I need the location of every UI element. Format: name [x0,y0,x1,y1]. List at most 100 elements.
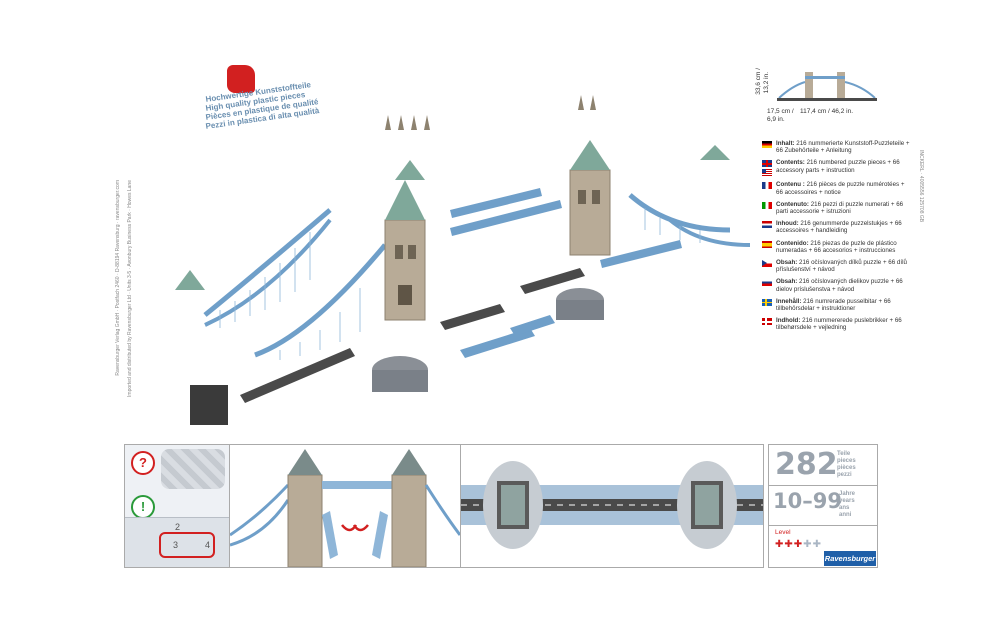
exploded-bridge-illustration [175,95,751,425]
contents-label: Contenuto: [776,200,809,208]
left-lower-chain [254,243,387,360]
flag-dk-icon [762,318,772,326]
contents-row-dk: Indhold: 216 nummererede puslebrikker + … [762,317,912,331]
contents-text: 216 očíslovaných dílků puzzle + 66 dílů … [776,259,907,274]
flag-es-icon [762,240,772,248]
contents-row-nl: Inhoud: 216 genummerde puzzelstukjes + 6… [762,220,912,234]
pieces-languages: Teile pieces pièces pezzi [837,451,856,479]
contents-text: 216 numbered puzzle pieces + 66 accessor… [776,159,900,174]
contents-text: 216 nummerierte Kunststoff-Puzzleteile +… [776,140,910,155]
puzzle-grid: 2 3 4 [125,517,229,567]
contents-label: Obsah: [776,278,798,286]
step-number: 2 [175,522,181,532]
age-lang: years [839,498,855,504]
level-piece-icon: ✚ [803,539,812,550]
level-piece-icon: ✚ [793,539,803,550]
bridge-thumbnail [777,72,877,101]
bascule-illustration [230,449,460,567]
contents-row-sk: Obsah: 216 očíslovaných dielikov puzzle … [762,278,912,293]
flag-cz-icon [762,260,772,268]
pieces-lang: pièces [837,465,856,471]
contents-label: Inhoud: [776,220,799,228]
age-lang: anni [839,512,852,518]
height-cm: 33,6 cm / [755,68,762,95]
contents-text: 216 nummererede puslebrikker + 66 tilbeh… [776,317,902,332]
contents-row-it: Contenuto: 216 pezzi di puzzle numerati … [762,201,912,215]
product-code: INCKERL · 4005556 125708 GB [918,150,928,300]
left-suspension-span [203,208,332,328]
flag-de-icon [762,141,772,148]
contents-label: Innehåll: [776,297,802,305]
code-text: INCKERL · 4005556 125708 GB [918,150,924,223]
contents-row-de: Inhalt: 216 nummerierte Kunststoff-Puzzl… [762,140,912,154]
base-block [190,385,228,425]
flag-it-icon [762,201,772,209]
depth-cm: 17,5 cm / [767,108,794,115]
age-lang: Jahre [839,491,856,497]
pieces-lang: Teile [837,451,851,457]
flag-fr-icon [762,182,772,190]
legal-text-2: Imported and distributed by Ravensburger… [127,180,135,440]
sign-flag [227,65,255,93]
contents-label: Indhold: [776,317,801,325]
level-piece-icon: ✚ [784,539,793,550]
info-box: 282 Teile pieces pièces pezzi 10–99 Jahr… [768,444,878,568]
depth-in: 6,9 in. [767,116,785,123]
contents-label: Contenu : [776,181,805,189]
contents-text: 216 očíslovaných dielikov puzzle + 66 di… [776,278,903,293]
exclamation-icon: ! [131,495,155,519]
contents-list: Inhalt: 216 nummerierte Kunststoff-Puzzl… [762,140,912,337]
contents-label: Inhalt: [776,140,795,147]
legal-line: Imported and distributed by Ravensburger… [127,180,133,397]
level-rating: ✚✚✚✚✚ [775,539,821,550]
contents-label: Contenido: [776,239,809,247]
instruction-panel: ? ! 2 3 4 [124,444,230,568]
spire-pieces [385,95,596,130]
quality-sign: Hochwertige Kunststoffteile High quality… [205,65,320,165]
contents-text: 216 piezas de puzle de plástico numerada… [776,239,897,254]
piece-count: 282 [775,447,838,482]
flag-se-icon [762,298,772,306]
contents-label: Obsah: [776,259,798,267]
step-number: 3 [173,540,179,550]
contents-row-fr: Contenu : 216 pièces de puzzle numérotée… [762,181,912,196]
legal-text: Ravensburger Verlag GmbH · Postfach 2460… [115,180,127,440]
contents-label: Contents: [776,159,805,167]
flag-nl-icon [762,221,772,229]
level-piece-icon: ✚ [775,539,784,550]
level-piece-icon: ✚ [812,539,821,550]
age-languages: Jahre years ans anni [839,491,855,519]
roof-pieces [175,145,730,290]
piers [372,288,604,392]
ravensburger-logo: Ravensburger [824,551,876,566]
pieces-lang: pieces [837,458,856,464]
height-in: 13,2 in. [763,72,770,94]
flag-gb-icon [762,160,772,168]
road-decks [240,268,585,403]
flag-us-icon [762,169,772,177]
contents-text: 216 genummerde puzzelstukjes + 66 access… [776,220,902,235]
pieces-lang: pezzi [837,472,852,478]
age-lang: ans [839,505,850,511]
assembly-path [159,532,215,558]
contents-row-en: Contents: 216 numbered puzzle pieces + 6… [762,159,912,177]
bascule-panel [229,444,461,568]
contents-row-cz: Obsah: 216 očíslovaných dílků puzzle + 6… [762,259,912,273]
legal-line: Ravensburger Verlag GmbH · Postfach 2460… [115,180,121,376]
right-tower [569,140,611,256]
contents-text: 216 pezzi di puzzle numerati + 66 parti … [776,200,904,216]
contents-text: 216 numrerade pusselbitar + 66 tillbehör… [776,297,891,313]
top-view-panel [460,444,764,568]
contents-row-se: Innehåll: 216 numrerade pusselbitar + 66… [762,298,912,312]
contents-row-es: Contenido: 216 piezas de puzle de plásti… [762,240,912,254]
dimensions-box: 33,6 cm / 13,2 in. 17,5 cm / 6,9 in. 117… [755,64,880,134]
left-tower [384,180,426,321]
level-label: Level [775,529,791,536]
width-dim: 117,4 cm / 46,2 in. [800,108,853,115]
age-range: 10–99 [773,489,842,513]
right-suspension-span [628,193,751,247]
step-number: 4 [205,540,211,550]
top-view-illustration [461,461,763,549]
contents-text: 216 pièces de puzzle numérotées + 66 acc… [776,181,905,196]
upper-walkways [450,188,682,268]
